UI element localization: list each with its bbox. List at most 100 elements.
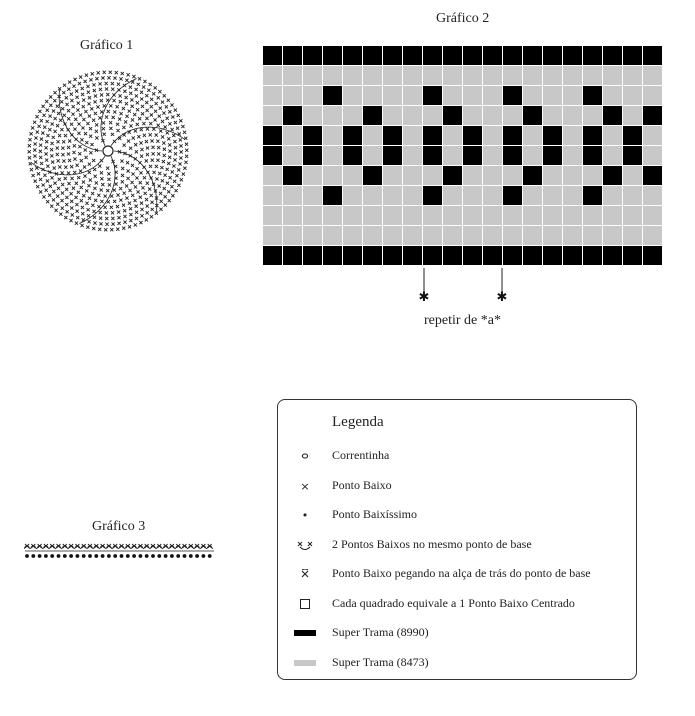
grid-cell: [262, 225, 283, 246]
grid-cell: [282, 125, 303, 146]
repeat-label: repetir de *a*: [424, 313, 501, 328]
grid-cell: [582, 145, 603, 166]
grid-cell: [462, 85, 483, 106]
grid-cell: [402, 245, 423, 266]
grid-cell: [442, 85, 463, 106]
grid-cell: [482, 65, 503, 86]
grid-cell: [622, 165, 643, 186]
grid-cell: [322, 45, 343, 66]
grid-cell: [542, 105, 563, 126]
grid-cell: [562, 65, 583, 86]
grid-cell: [322, 185, 343, 206]
grid-cell: [562, 105, 583, 126]
grid-cell: [642, 205, 663, 226]
repeat-markers: ✱ ✱: [419, 268, 507, 305]
grid-cell: [622, 125, 643, 146]
grid-cell: [422, 105, 443, 126]
grid-cell: [562, 205, 583, 226]
grid-cell: [442, 65, 463, 86]
grid-cell: [562, 125, 583, 146]
grid-cell: [642, 145, 663, 166]
grid-cell: [382, 125, 403, 146]
grid-cell: [402, 145, 423, 166]
grid-cell: [622, 105, 643, 126]
grid-cell: [522, 185, 543, 206]
grid-cell: [582, 125, 603, 146]
legend-item: Cada quadrado equivale a 1 Ponto Baixo C…: [278, 594, 636, 614]
grid-cell: [522, 245, 543, 266]
grid-cell: [362, 205, 383, 226]
grid-cell: [362, 165, 383, 186]
grid-cell: [362, 125, 383, 146]
grid-cell: [342, 245, 363, 266]
grid-cell: [382, 105, 403, 126]
grid-cell: [522, 125, 543, 146]
grid-cell: [482, 205, 503, 226]
grid-cell: [342, 85, 363, 106]
grid-cell: [382, 45, 403, 66]
grid-cell: [522, 205, 543, 226]
grid-cell: [482, 245, 503, 266]
grid-cell: [302, 105, 323, 126]
legend-box: Legenda Correntinha × Ponto Baixo • Pont…: [277, 399, 637, 680]
spiral-spoke: [79, 156, 116, 224]
grid-cell: [262, 65, 283, 86]
open-square-icon: [292, 594, 318, 614]
grid-cell: [542, 165, 563, 186]
two-single-crochet-icon: [292, 535, 318, 555]
grid-cell: [342, 205, 363, 226]
grid-cell: [582, 165, 603, 186]
grid-cell: [262, 185, 283, 206]
grid-cell: [522, 225, 543, 246]
grid-cell: [542, 85, 563, 106]
black-bar-icon: [292, 623, 318, 643]
grid-cell: [262, 165, 283, 186]
chart3-title: Gráfico 3: [92, 519, 146, 534]
grid-cell: [522, 105, 543, 126]
grid-cell: [622, 205, 643, 226]
grid-cell: [542, 245, 563, 266]
grid-cell: [542, 225, 563, 246]
spiral-spoke: [113, 150, 158, 213]
legend-item: 2 Pontos Baixos no mesmo ponto de base: [278, 535, 636, 555]
grid-cell: [462, 185, 483, 206]
legend-item: Super Trama (8473): [278, 653, 636, 673]
grid-cell: [362, 85, 383, 106]
legend-item-label: Ponto Baixíssimo: [332, 507, 418, 521]
chart1-title: Gráfico 1: [80, 38, 134, 53]
grid-cell: [562, 225, 583, 246]
grid-cell: [282, 205, 303, 226]
grid-cell: [282, 245, 303, 266]
chart1-circular-diagram: [27, 70, 189, 232]
legend-item-label: Super Trama (8990): [332, 625, 429, 639]
grid-cell: [382, 65, 403, 86]
legend-item-label: Cada quadrado equivale a 1 Ponto Baixo C…: [332, 596, 575, 610]
grid-cell: [362, 65, 383, 86]
grid-cell: [642, 65, 663, 86]
grid-cell: [482, 165, 503, 186]
grid-cell: [482, 185, 503, 206]
edging-marks: [24, 543, 214, 558]
grid-cell: [542, 45, 563, 66]
grid-cell: [502, 65, 523, 86]
grid-cell: [282, 165, 303, 186]
spiral-spoke: [30, 155, 106, 176]
grid-cell: [502, 145, 523, 166]
grid-cell: [602, 65, 623, 86]
grid-cell: [382, 145, 403, 166]
grid-cell: [542, 65, 563, 86]
grid-cell: [602, 45, 623, 66]
grid-cell: [382, 85, 403, 106]
spiral-spoke: [58, 89, 103, 152]
grid-cell: [442, 165, 463, 186]
grid-cell: [622, 185, 643, 206]
chart2-colour-grid: [262, 45, 663, 266]
grid-cell: [642, 125, 663, 146]
grid-cell: [582, 65, 603, 86]
legend-item: • Ponto Baixíssimo: [278, 505, 636, 525]
grid-cell: [402, 65, 423, 86]
grid-cell: [602, 225, 623, 246]
grid-cell: [442, 225, 463, 246]
grid-cell: [262, 45, 283, 66]
grid-cell: [522, 85, 543, 106]
